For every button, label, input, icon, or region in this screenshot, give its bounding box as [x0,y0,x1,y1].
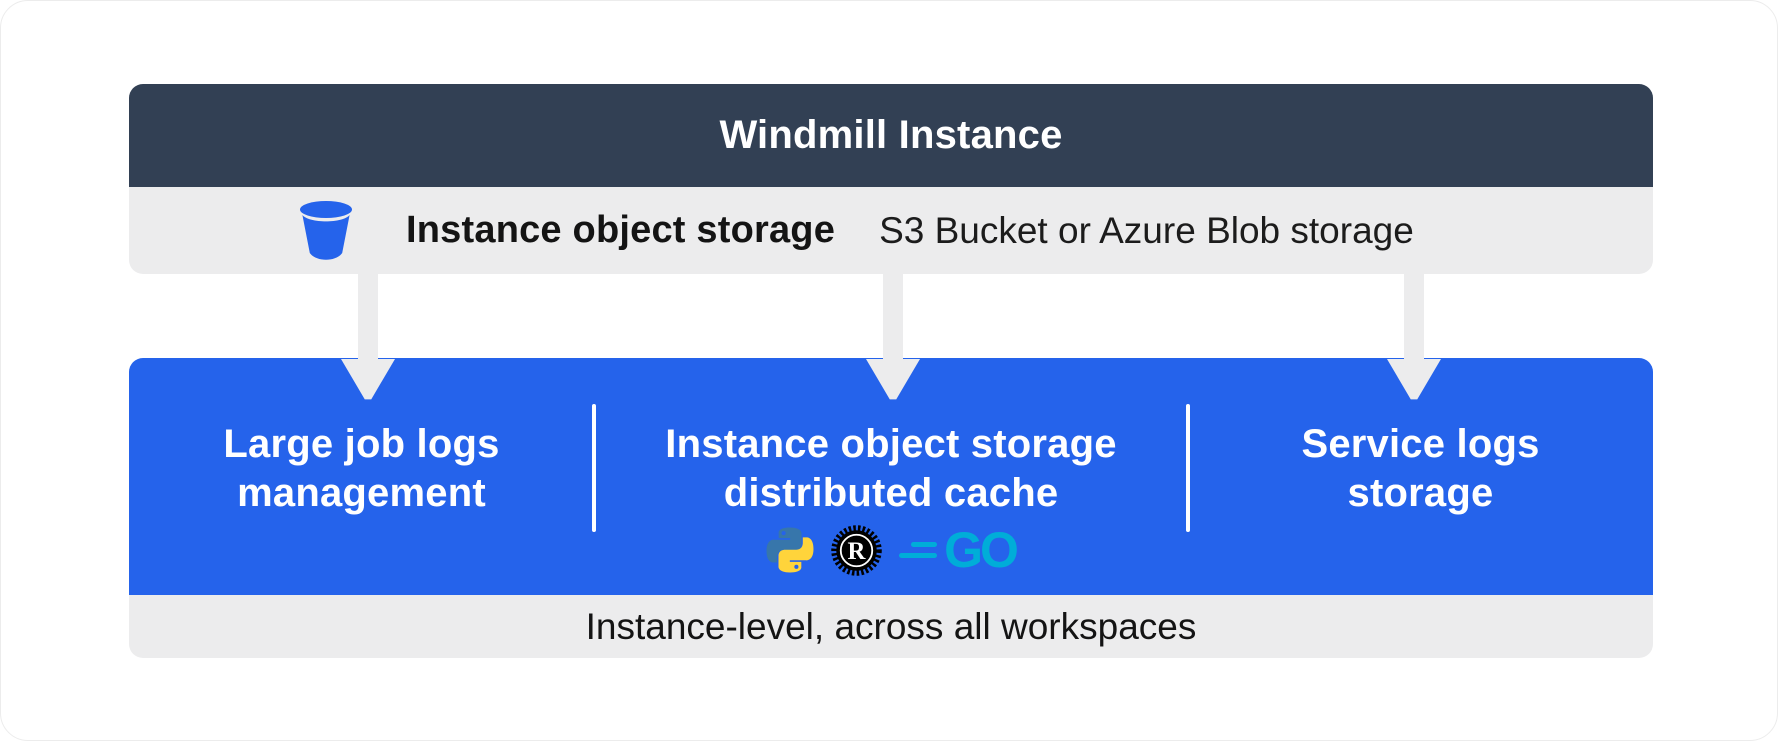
header-bar: Windmill Instance [129,84,1653,187]
footer-text: Instance-level, across all workspaces [585,605,1197,647]
go-wordmark: GO [944,522,1019,578]
arrow-down-icon [341,273,395,401]
rust-icon: R [830,524,883,577]
column-divider [592,404,596,532]
arrow-down-icon [1387,273,1441,401]
feature-service-logs: Service logs storage [1188,420,1653,518]
feature-label-line: Service logs [1301,422,1540,466]
svg-text:R: R [848,538,867,565]
feature-label-line: Instance object storage [665,422,1117,466]
go-speed-lines [899,542,938,558]
storage-row-label: Instance object storage [406,209,836,251]
footer-bar: Instance-level, across all workspaces [129,595,1653,658]
column-divider [1186,404,1190,532]
feature-large-job-logs: Large job logs management [129,420,594,518]
feature-label-line: Large job logs [223,422,500,466]
page-title: Windmill Instance [719,113,1063,157]
feature-label-line: distributed cache [723,470,1059,515]
language-icons-row: R GO [594,522,1188,578]
storage-row: Instance object storage S3 Bucket or Azu… [129,187,1653,274]
go-icon: GO [899,522,1019,578]
feature-label-line: storage [1347,470,1494,515]
windmill-storage-diagram: Windmill Instance Instance object storag… [129,84,1653,658]
feature-label-line: management [237,470,486,515]
python-icon [766,526,814,574]
storage-row-sublabel: S3 Bucket or Azure Blob storage [879,209,1414,251]
arrow-down-icon [866,273,920,401]
feature-distributed-cache: Instance object storage distributed cach… [594,420,1188,518]
bucket-icon [299,200,353,262]
